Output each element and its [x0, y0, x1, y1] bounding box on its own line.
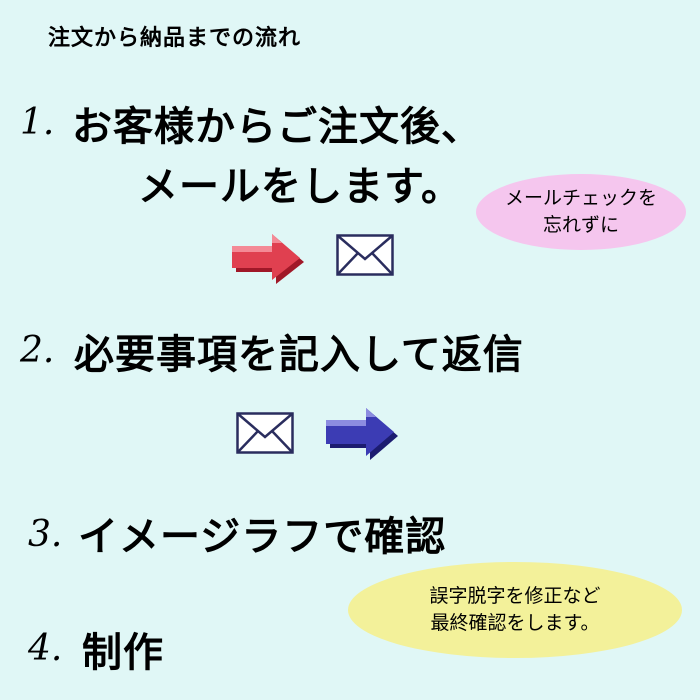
step-2-text: 必要事項を記入して返信 — [74, 332, 524, 378]
mail-check-note-line-1: メールチェックを — [504, 187, 657, 209]
step-1-text-line-2: メールをします。 — [138, 164, 462, 210]
arrow-right-icon — [230, 234, 308, 286]
step-1-text-line-1: お客様からご注文後、 — [72, 104, 482, 150]
step-4-number: 4. — [28, 628, 63, 669]
final-check-note: 誤字脱字を修正など 最終確認をします。 — [348, 562, 682, 658]
step-2-number: 2. — [20, 330, 55, 371]
step-3-number: 3. — [28, 514, 63, 555]
envelope-icon — [236, 412, 294, 454]
step-4-text: 制作 — [82, 630, 164, 676]
envelope-icon — [336, 234, 394, 276]
step-1-number: 1. — [20, 102, 55, 143]
page-title: 注文から納品までの流れ — [48, 26, 302, 51]
step-3-text: イメージラフで確認 — [78, 514, 447, 560]
final-check-note-line-1: 誤字脱字を修正など — [429, 585, 601, 607]
final-check-note-line-2: 最終確認をします。 — [430, 612, 600, 634]
arrow-right-icon — [324, 406, 402, 462]
mail-check-note: メールチェックを 忘れずに — [476, 174, 686, 250]
mail-check-note-line-2: 忘れずに — [542, 214, 619, 236]
